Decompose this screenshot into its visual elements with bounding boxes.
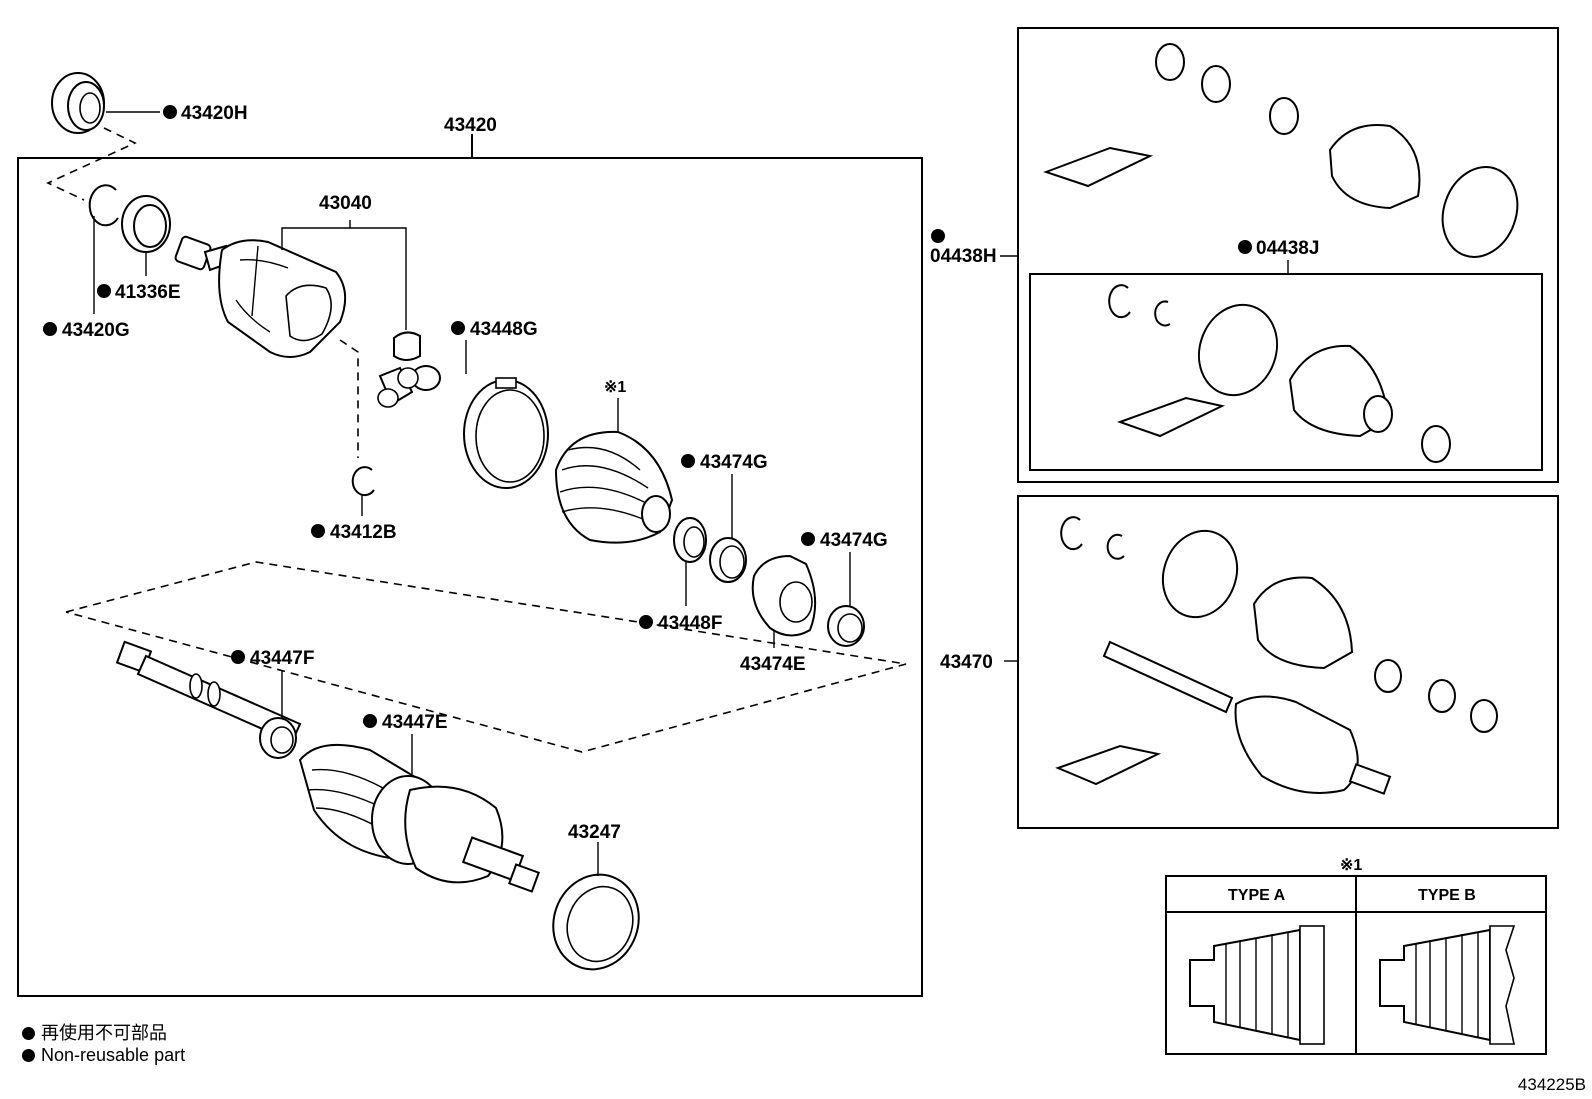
- assembly-43470-frame: [1017, 495, 1559, 829]
- label-43474E[interactable]: 43474E: [740, 654, 806, 675]
- legend-row-en: Non-reusable part: [22, 1044, 185, 1066]
- non-reusable-marker: [231, 650, 245, 664]
- legend-row-jp: 再使用不可部品: [22, 1022, 185, 1044]
- legend-text-en: Non-reusable part: [41, 1045, 186, 1065]
- inset-ref: ※1: [1340, 857, 1362, 874]
- boot-clamp-43448G[interactable]: [463, 377, 549, 489]
- type-b-boot: [1379, 925, 1516, 1045]
- non-reusable-marker: [363, 714, 377, 728]
- non-reusable-marker: [163, 105, 177, 119]
- label-43474G-b[interactable]: 43474G: [820, 530, 888, 551]
- snap-ring-43412B[interactable]: [351, 466, 375, 497]
- label-04438H[interactable]: 04438H: [930, 246, 997, 267]
- type-a-label: TYPE A: [1228, 887, 1286, 904]
- label-43447E[interactable]: 43447E: [382, 712, 448, 733]
- filled-circle-icon: [22, 1027, 35, 1040]
- diagram-code: 434225B: [1517, 1075, 1586, 1094]
- dust-seal-43420H[interactable]: [51, 72, 105, 134]
- filled-circle-icon: [22, 1049, 35, 1062]
- small-clamp-43474G-a[interactable]: [709, 537, 747, 583]
- ring-43448F[interactable]: [673, 517, 707, 563]
- legend-text-jp: 再使用不可部品: [41, 1023, 167, 1043]
- non-reusable-marker: [681, 454, 695, 468]
- non-reusable-marker: [97, 284, 111, 298]
- label-43420G[interactable]: 43420G: [62, 320, 130, 341]
- outboard-joint-boot[interactable]: [298, 743, 540, 893]
- label-43474G-a[interactable]: 43474G: [700, 452, 768, 473]
- non-reusable-marker: [1238, 240, 1252, 254]
- label-43448F[interactable]: 43448F: [658, 613, 722, 634]
- damper-43474E[interactable]: [751, 554, 817, 637]
- non-reusable-marker: [931, 229, 945, 243]
- assembly-43420-frame: [17, 157, 923, 997]
- non-reusable-marker: [311, 524, 325, 538]
- label-43247[interactable]: 43247: [568, 822, 621, 843]
- clamp-43447F[interactable]: [259, 717, 297, 759]
- label-43420[interactable]: 43420: [444, 115, 497, 136]
- label-41336E[interactable]: 41336E: [115, 282, 181, 303]
- non-reusable-marker: [801, 532, 815, 546]
- kit-04438H-contents: [1043, 43, 1519, 258]
- label-ref1: ※1: [604, 379, 626, 396]
- kit-04438H-frame: [1017, 27, 1559, 483]
- non-reusable-marker: [639, 615, 653, 629]
- non-reusable-marker: [451, 321, 465, 335]
- type-a-boot: [1189, 925, 1325, 1045]
- seal-43247[interactable]: [540, 863, 652, 982]
- assembly-43470-contents: [1055, 516, 1498, 795]
- small-clamp-43474G-b[interactable]: [827, 605, 865, 647]
- label-43040[interactable]: 43040: [319, 193, 372, 214]
- label-43448G[interactable]: 43448G: [470, 319, 538, 340]
- ring-41336E[interactable]: [121, 195, 171, 253]
- type-b-label: TYPE B: [1418, 887, 1476, 904]
- snap-ring-43420G[interactable]: [88, 184, 119, 227]
- non-reusable-marker: [43, 322, 57, 336]
- label-43447F[interactable]: 43447F: [250, 648, 314, 669]
- label-04438J[interactable]: 04438J: [1256, 238, 1319, 259]
- label-43420H[interactable]: 43420H: [181, 103, 248, 124]
- kit-04438J-frame: [1029, 273, 1543, 471]
- legend: 再使用不可部品 Non-reusable part: [22, 1022, 185, 1066]
- drive-shaft[interactable]: [115, 640, 302, 744]
- inboard-boot[interactable]: [554, 430, 674, 544]
- tripod-joint[interactable]: [377, 331, 441, 408]
- label-43412B[interactable]: 43412B: [330, 522, 397, 543]
- kit-04438J-contents: [1108, 284, 1451, 463]
- inboard-joint-housing[interactable]: [174, 235, 347, 358]
- label-43470[interactable]: 43470: [940, 652, 993, 673]
